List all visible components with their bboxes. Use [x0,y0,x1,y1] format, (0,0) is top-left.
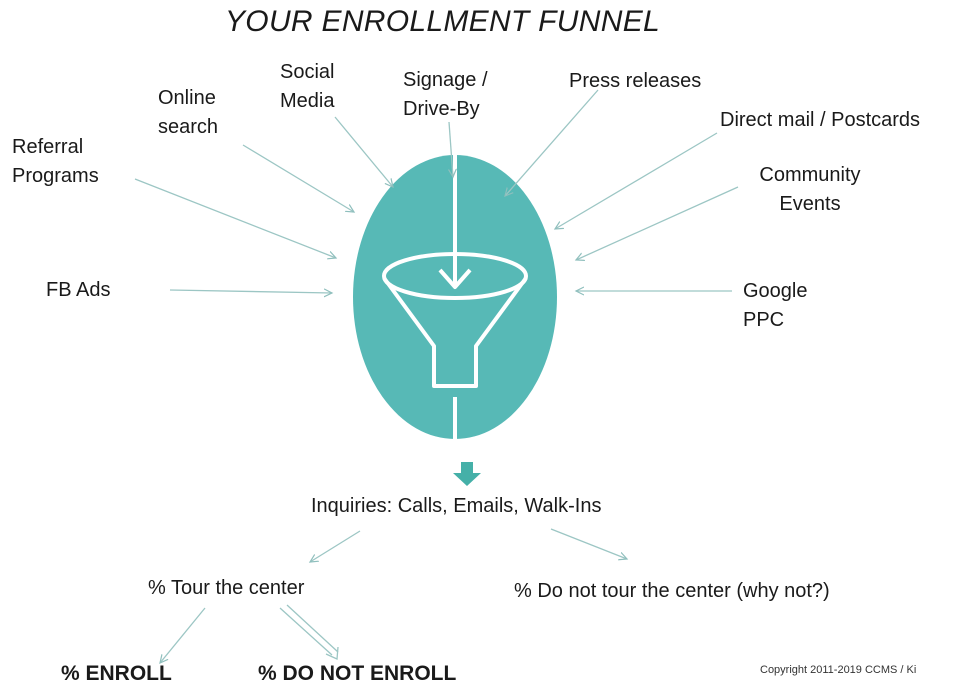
source-press-releases: Press releases [569,70,702,92]
enroll-label: % ENROLL [61,662,172,685]
down-arrow-icon [453,462,481,486]
page-title: YOUR ENROLLMENT FUNNEL [225,5,660,38]
copyright-text: Copyright 2011-2019 CCMS / Ki [760,664,917,676]
funnel-icon [382,190,528,440]
double-arrow [279,604,339,660]
tour-label: % Tour the center [148,577,305,599]
no-tour-label: % Do not tour the center (why not?) [514,580,830,602]
source-direct-mail: Direct mail / Postcards [720,109,921,131]
source-arrows [134,89,739,663]
no-enroll-label: % DO NOT ENROLL [258,662,457,685]
inquiries-label: Inquiries: Calls, Emails, Walk-Ins [311,495,602,517]
source-signage: Signage /Drive-By [403,69,488,120]
source-fb-ads: FB Ads [46,279,111,301]
